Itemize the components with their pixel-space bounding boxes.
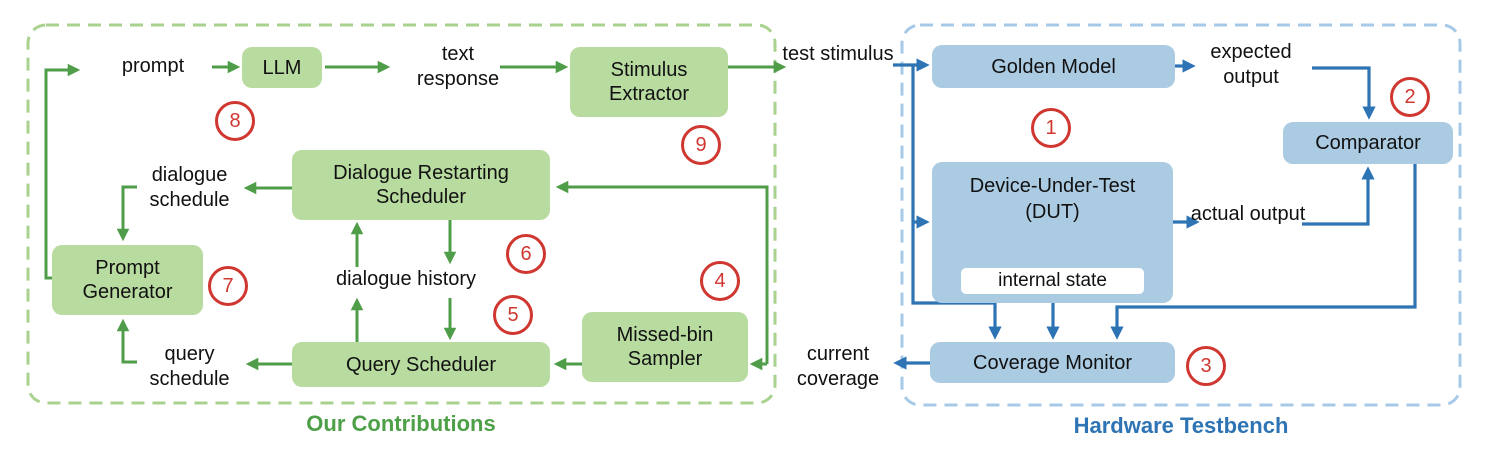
step-badge-4: 4 xyxy=(700,261,740,301)
arrow-expected-output-to-comparator xyxy=(1312,66,1376,120)
text-response-label: text response xyxy=(416,43,500,90)
query-schedule-label: query schedule xyxy=(149,343,230,390)
dut-title: Device-Under-Test (DUT) xyxy=(970,173,1136,225)
step-badge-6: 6 xyxy=(506,234,546,274)
step-badge-7: 7 xyxy=(208,266,248,306)
dut-title-line2: (DUT) xyxy=(1025,201,1080,223)
current-coverage-label: current coverage xyxy=(796,343,880,390)
expected-output-label: expected output xyxy=(1210,41,1292,88)
dialogue-history-label: dialogue history xyxy=(335,268,477,290)
llm-box: LLM xyxy=(242,47,322,88)
prompt-label: prompt xyxy=(121,55,185,77)
step-badge-8: 8 xyxy=(215,101,255,141)
actual-output-label: actual output xyxy=(1190,203,1306,225)
arrow-actual-output-to-comparator xyxy=(1302,166,1375,226)
missed-bin-sampler-box: Missed-bin Sampler xyxy=(582,312,748,382)
golden-model-box: Golden Model xyxy=(932,45,1175,88)
step-badge-1: 1 xyxy=(1031,108,1071,148)
dut-box: Device-Under-Test (DUT) internal state xyxy=(932,162,1173,303)
query-scheduler-box: Query Scheduler xyxy=(292,342,550,387)
dialogue-restarting-scheduler-box: Dialogue Restarting Scheduler xyxy=(292,150,550,220)
test-stimulus-label: test stimulus xyxy=(782,43,894,65)
step-badge-3: 3 xyxy=(1186,346,1226,386)
stimulus-extractor-box: Stimulus Extractor xyxy=(570,47,728,117)
step-badge-5: 5 xyxy=(493,295,533,335)
dialogue-schedule-label: dialogue schedule xyxy=(149,164,230,211)
dut-title-line1: Device-Under-Test xyxy=(969,175,1136,197)
internal-state-box: internal state xyxy=(961,268,1144,294)
step-badge-2: 2 xyxy=(1390,77,1430,117)
prompt-generator-box: Prompt Generator xyxy=(52,245,203,315)
coverage-monitor-box: Coverage Monitor xyxy=(930,342,1175,383)
our-contributions-caption: Our Contributions xyxy=(306,411,496,436)
comparator-box: Comparator xyxy=(1283,122,1453,164)
hardware-testbench-caption: Hardware Testbench xyxy=(1073,413,1289,438)
step-badge-9: 9 xyxy=(681,125,721,165)
